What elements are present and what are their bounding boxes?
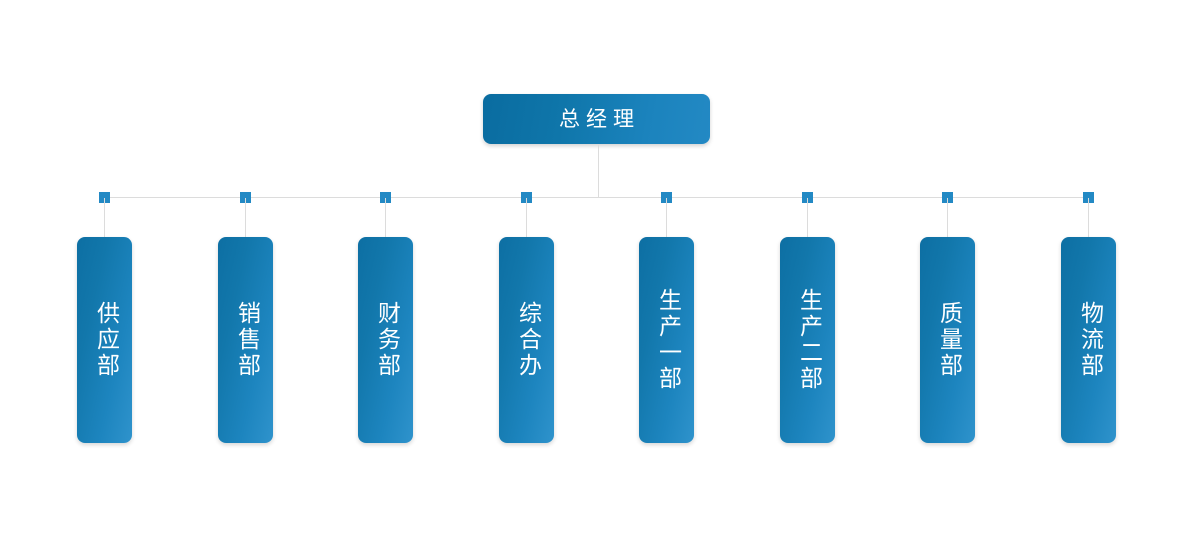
connector-rail-line (102, 197, 1092, 198)
connector-junction-marker (99, 192, 110, 203)
org-node-department[interactable]: 物流部 (1061, 237, 1116, 443)
connector-drop-line (245, 198, 246, 237)
org-node-department[interactable]: 供应部 (77, 237, 132, 443)
org-node-department-label: 物流部 (1076, 301, 1103, 379)
org-node-department[interactable]: 生产一部 (639, 237, 694, 443)
org-node-department-label: 销售部 (233, 301, 260, 379)
org-node-department-label: 财务部 (373, 301, 400, 379)
connector-junction-marker (1083, 192, 1094, 203)
org-node-root[interactable]: 总经理 (483, 94, 710, 144)
connector-junction-marker (521, 192, 532, 203)
connector-drop-line (526, 198, 527, 237)
org-node-department[interactable]: 生产二部 (780, 237, 835, 443)
org-node-department-label: 生产一部 (654, 288, 681, 392)
connector-drop-line (947, 198, 948, 237)
connector-drop-line (666, 198, 667, 237)
org-node-department[interactable]: 财务部 (358, 237, 413, 443)
connector-trunk-line (598, 144, 599, 198)
connector-drop-line (807, 198, 808, 237)
connector-drop-line (385, 198, 386, 237)
connector-junction-marker (802, 192, 813, 203)
org-node-root-label: 总经理 (559, 106, 640, 131)
connector-junction-marker (942, 192, 953, 203)
org-node-department-label: 综合办 (514, 301, 541, 379)
org-node-department[interactable]: 综合办 (499, 237, 554, 443)
org-node-department[interactable]: 质量部 (920, 237, 975, 443)
connector-junction-marker (380, 192, 391, 203)
org-node-department-label: 供应部 (92, 301, 119, 379)
connector-drop-line (1088, 198, 1089, 237)
org-node-department-label: 质量部 (935, 301, 962, 379)
org-node-department[interactable]: 销售部 (218, 237, 273, 443)
connector-junction-marker (661, 192, 672, 203)
connector-drop-line (104, 198, 105, 237)
connector-junction-marker (240, 192, 251, 203)
org-node-department-label: 生产二部 (795, 288, 822, 392)
